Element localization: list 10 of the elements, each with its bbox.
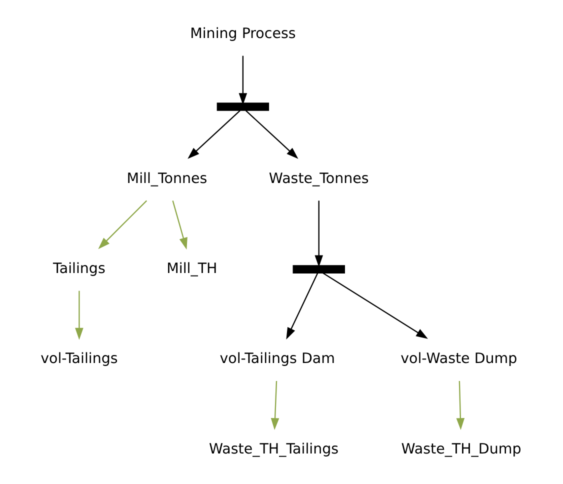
node-text: vol-Waste Dump — [400, 351, 518, 368]
node-text: vol-Tailings Dam — [220, 351, 335, 368]
node-text: Waste_TH_Tailings — [209, 441, 339, 458]
node-text: Waste_TH_Dump — [401, 441, 522, 458]
node-text: Tailings — [53, 260, 106, 277]
node-text: Waste_Tonnes — [268, 170, 369, 187]
node-text: vol-Tailings — [40, 351, 118, 368]
node-text: Mill_TH — [166, 260, 218, 277]
node-text: Mining Process — [190, 26, 296, 42]
node-text: Mill_Tonnes — [126, 170, 208, 187]
